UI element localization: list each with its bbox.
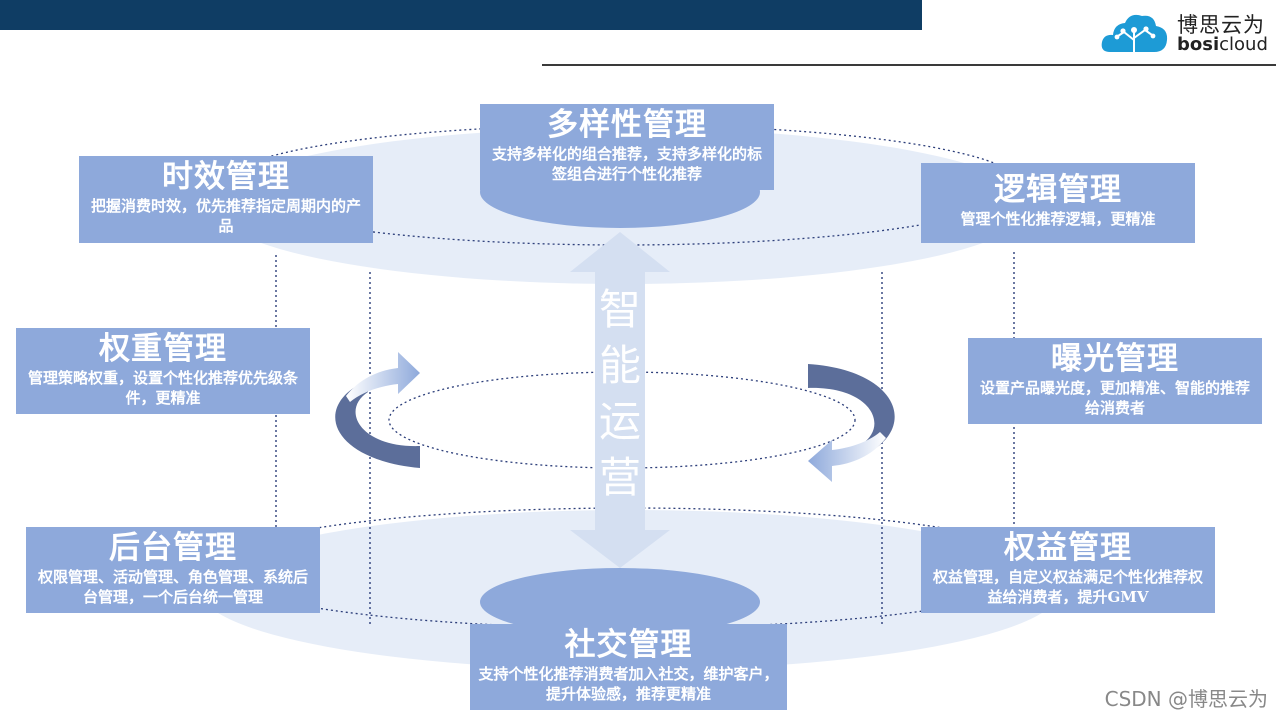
top-banner-bar bbox=[0, 0, 922, 30]
brand-name-cn: 博思云为 bbox=[1177, 13, 1265, 37]
brand-name-en-bold: bosi bbox=[1177, 34, 1220, 55]
card-desc: 支持个性化推荐消费者加入社交，维护客户，提升体验感，推荐更精准 bbox=[478, 665, 779, 703]
center-label-intelligent-ops: 智 能 运 营 bbox=[588, 282, 652, 506]
card-benefits-management: 权益管理 权益管理，自定义权益满足个性化推荐权益给消费者，提升GMV bbox=[921, 527, 1215, 613]
card-desc: 管理个性化推荐逻辑，更精准 bbox=[960, 210, 1156, 228]
card-title: 权益管理 bbox=[1004, 530, 1132, 566]
header-divider bbox=[542, 64, 1276, 66]
left-rotate-arrow bbox=[335, 352, 420, 468]
card-title: 权重管理 bbox=[99, 331, 227, 367]
card-desc: 管理策略权重，设置个性化推荐优先级条件，更精准 bbox=[27, 369, 298, 407]
card-desc: 权益管理，自定义权益满足个性化推荐权益给消费者，提升GMV bbox=[932, 568, 1203, 606]
center-label-char: 运 bbox=[598, 397, 641, 446]
card-desc: 支持多样化的组合推荐，支持多样化的标签组合进行个性化推荐 bbox=[491, 145, 762, 183]
card-title: 曝光管理 bbox=[1051, 341, 1179, 377]
center-label-char: 智 bbox=[598, 285, 641, 334]
card-title: 逻辑管理 bbox=[994, 172, 1122, 208]
center-label-char: 营 bbox=[598, 453, 641, 502]
card-diversity-management: 多样性管理 支持多样化的组合推荐，支持多样化的标签组合进行个性化推荐 bbox=[480, 104, 774, 190]
bottom-hub bbox=[480, 568, 760, 636]
brand-name-en-rest: cloud bbox=[1219, 34, 1268, 55]
card-weight-management: 权重管理 管理策略权重，设置个性化推荐优先级条件，更精准 bbox=[16, 328, 310, 414]
cloud-tree-icon bbox=[1101, 14, 1168, 52]
center-double-arrow bbox=[570, 232, 670, 568]
center-label-char: 能 bbox=[598, 341, 641, 390]
card-desc: 权限管理、活动管理、角色管理、系统后台管理，一个后台统一管理 bbox=[37, 568, 308, 606]
card-title: 后台管理 bbox=[109, 530, 237, 566]
brand-logo: 博思云为 bosicloud bbox=[1100, 8, 1272, 58]
card-exposure-management: 曝光管理 设置产品曝光度，更加精准、智能的推荐给消费者 bbox=[968, 338, 1262, 424]
card-social-management: 社交管理 支持个性化推荐消费者加入社交，维护客户，提升体验感，推荐更精准 bbox=[470, 624, 787, 710]
card-title: 多样性管理 bbox=[547, 107, 707, 143]
card-title: 时效管理 bbox=[162, 159, 290, 195]
right-rotate-arrow bbox=[808, 364, 895, 482]
card-timeliness-management: 时效管理 把握消费时效，优先推荐指定周期内的产品 bbox=[79, 156, 373, 243]
card-desc: 把握消费时效，优先推荐指定周期内的产品 bbox=[90, 197, 361, 235]
watermark: CSDN @博思云为 bbox=[1104, 687, 1268, 711]
card-title: 社交管理 bbox=[564, 627, 693, 663]
card-backend-management: 后台管理 权限管理、活动管理、角色管理、系统后台管理，一个后台统一管理 bbox=[26, 527, 320, 613]
card-desc: 设置产品曝光度，更加精准、智能的推荐给消费者 bbox=[979, 379, 1250, 417]
brand-name-en: bosicloud bbox=[1177, 34, 1268, 55]
card-logic-management: 逻辑管理 管理个性化推荐逻辑，更精准 bbox=[921, 163, 1195, 243]
